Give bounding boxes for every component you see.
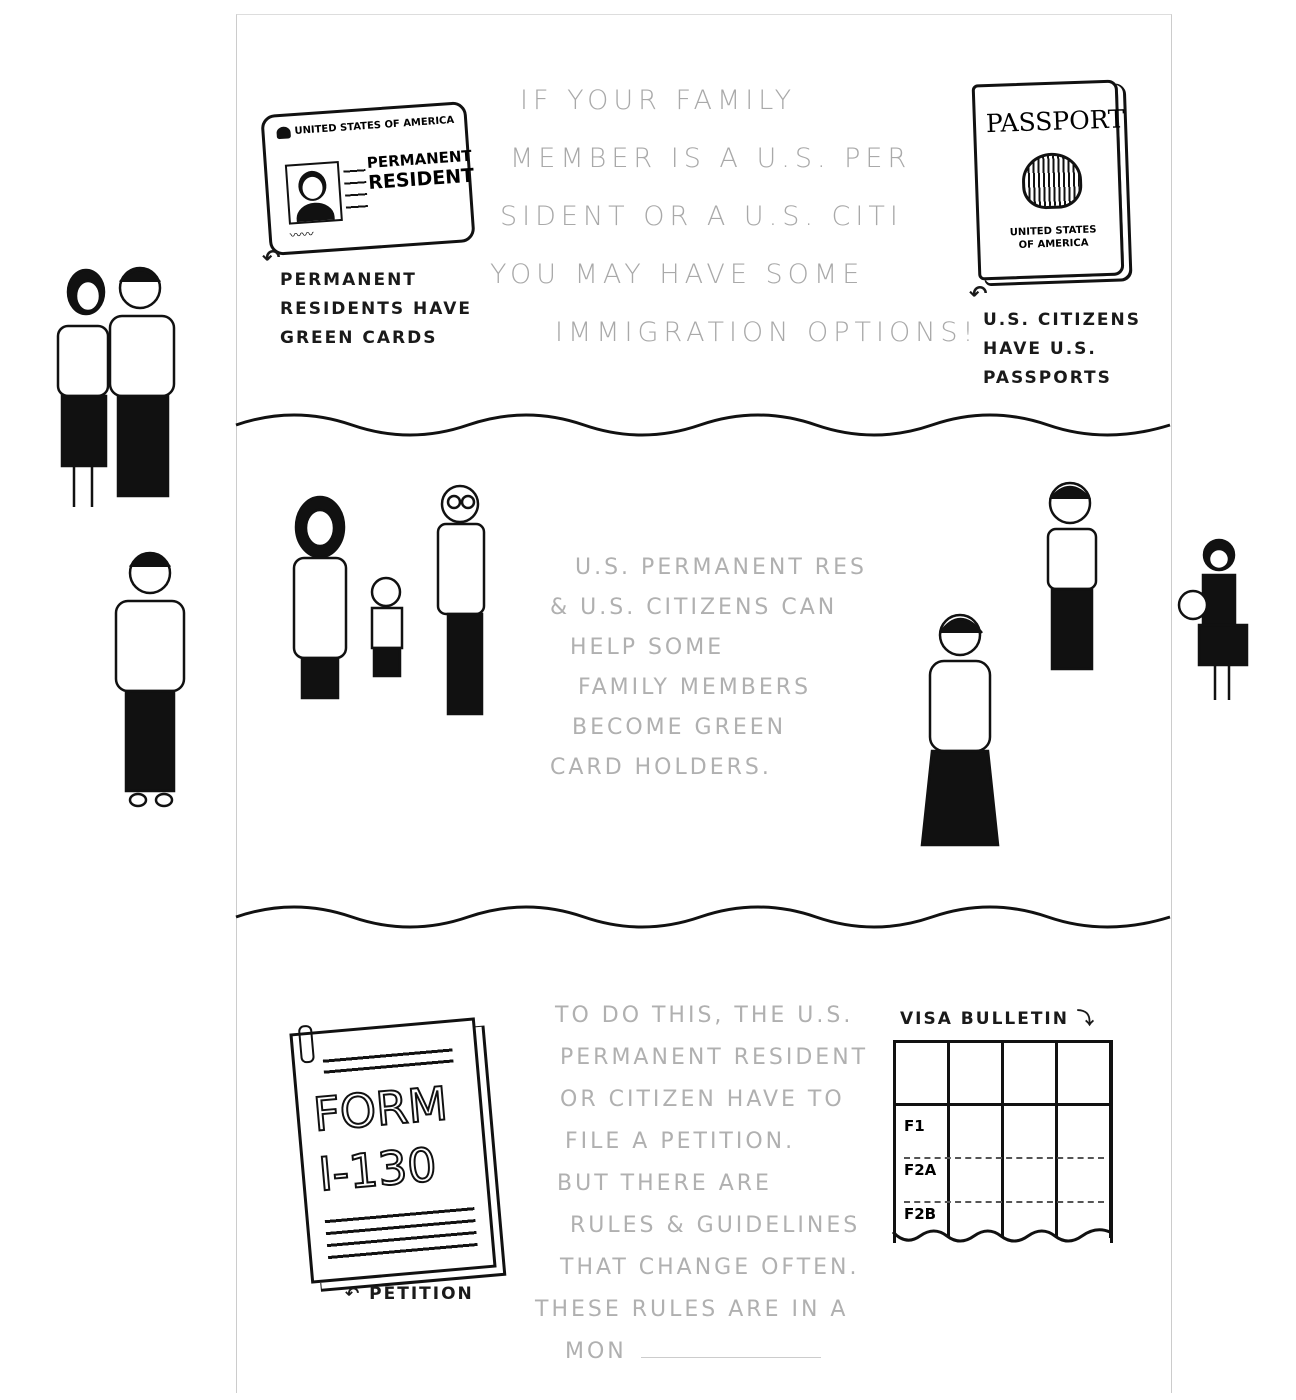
form-i130-illustration: Form I-130 [289, 1017, 497, 1284]
country-line: of America [1018, 237, 1089, 252]
text-line: If your family [520, 85, 797, 116]
green-card-caption: ↶ Permanent residents have green cards [262, 246, 472, 353]
visa-bulletin-title: Visa Bulletin ⤵ [900, 1005, 1096, 1034]
family-figures [292, 484, 486, 716]
text-line: To do this, the U.S. [555, 1003, 854, 1028]
passport-country: United States of America [1010, 223, 1098, 252]
table-row: F1 [904, 1117, 1104, 1159]
girl-with-ball-figure [1177, 538, 1249, 700]
passport-illustration: Passport United States of America [971, 79, 1126, 281]
text-line: member is a U.S. per [510, 143, 912, 174]
eagle-icon [276, 126, 292, 140]
card-header: United States of America [294, 114, 455, 137]
text-line: family members [578, 675, 812, 700]
caption-line: residents have [280, 299, 472, 319]
visa-bulletin-table: F1 F2A F2B [893, 1040, 1113, 1243]
table-row: F2A [904, 1161, 1104, 1203]
form-title-line: I-130 [315, 1136, 439, 1202]
card-photo [284, 161, 343, 225]
row-label: F1 [904, 1117, 925, 1135]
signature: 〰〰 [289, 226, 315, 243]
couple-figure [56, 266, 176, 507]
row-label: F2B [904, 1205, 937, 1223]
title-text: Visa Bulletin [900, 1009, 1069, 1029]
blank-line [640, 1357, 821, 1358]
arrow-icon: ↶ [262, 246, 283, 271]
text-line: & U.S. citizens can [550, 595, 838, 620]
caption-line: green cards [280, 328, 438, 348]
row-label: F2A [904, 1161, 937, 1179]
text-line: file a petition. [565, 1129, 796, 1154]
text-fragment: mon [565, 1339, 627, 1364]
women-and-hiker-figures [920, 481, 1098, 847]
card-title: Permanent Resident [366, 146, 475, 194]
text-line: These rules are in a [535, 1297, 849, 1322]
text-line: permanent resident [560, 1045, 869, 1070]
wavy-divider-1 [235, 413, 1171, 437]
green-card-illustration: United States of America Permanent Resid… [260, 100, 476, 257]
text-line: You may have some [490, 259, 865, 290]
panel3-text: To do this, the U.S. permanent resident … [535, 995, 869, 1373]
table-torn-edge [891, 1228, 1111, 1243]
table-header [896, 1043, 1110, 1106]
text-line: that change often. [560, 1255, 860, 1280]
card-lines [342, 163, 369, 215]
passport-caption: ↶ U.S. citizens have U.S. passports [969, 282, 1142, 393]
arrow-icon: ⤵ [1069, 1009, 1096, 1029]
arrow-icon: ↶ [345, 1284, 370, 1304]
text-line: or citizen have to [560, 1087, 845, 1112]
intro-text: If your family member is a U.S. per side… [490, 72, 978, 362]
man-cardigan-figure [114, 551, 186, 808]
caption-line: U.S. citizens [983, 310, 1142, 330]
text-line: become green [572, 715, 787, 740]
table-grid [896, 1103, 1110, 1238]
form-lines-bottom [324, 1201, 479, 1265]
panel2-text: U.S. permanent res & U.S. citizens can h… [550, 548, 867, 788]
caption-line: have U.S. [983, 339, 1097, 359]
caption-line: passports [983, 368, 1112, 388]
form-lines-top [322, 1044, 454, 1078]
text-line: But there are [557, 1171, 772, 1196]
storyboard-panel [236, 14, 1172, 1393]
text-line: rules & guidelines [570, 1213, 861, 1238]
text-line: sident or a U.S. citi [500, 201, 903, 232]
text-line: help some [570, 635, 725, 660]
caption-text: Petition [369, 1284, 474, 1304]
passport-title: Passport [985, 104, 1126, 139]
text-line: card holders. [550, 755, 772, 780]
text-line: U.S. permanent res [575, 555, 867, 580]
caption-line: Permanent [280, 270, 417, 290]
text-line: mon [565, 1331, 868, 1373]
table-row: F2B [904, 1205, 1104, 1235]
arrow-icon: ↶ [969, 282, 990, 307]
form-caption: ↶ Petition [345, 1280, 474, 1309]
form-title: Form I-130 [310, 1073, 455, 1204]
wavy-divider-2 [235, 905, 1171, 929]
text-line: immigration options! [555, 317, 979, 348]
eagle-seal-icon [1021, 151, 1083, 210]
